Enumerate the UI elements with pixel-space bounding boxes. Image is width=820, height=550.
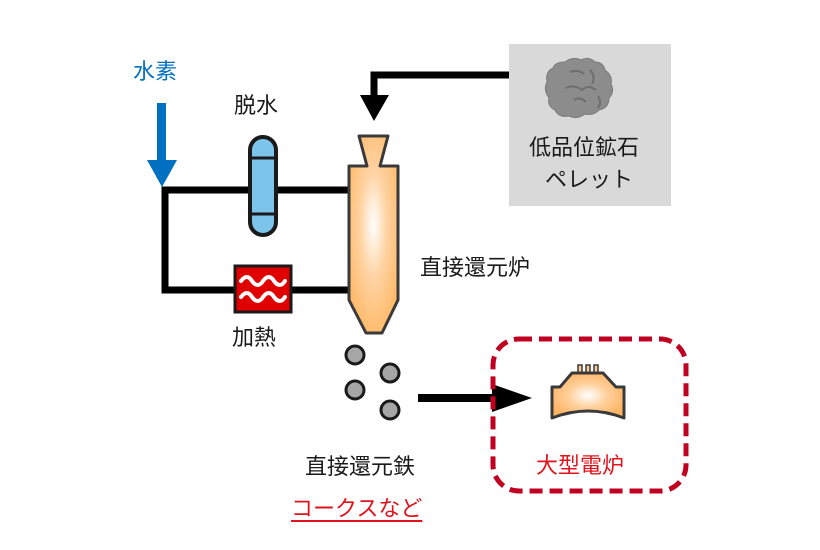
hydrogen-label: 水素 <box>133 60 178 85</box>
ore-feed-line <box>370 71 509 100</box>
ore-pellet-box <box>509 44 671 206</box>
heater-icon <box>233 264 293 314</box>
hydrogen-arrow-shaft <box>157 103 166 163</box>
coke-etc-label: コークスなど <box>291 497 423 522</box>
dri-label: 直接還元鉄 <box>305 455 416 480</box>
dehydrator-icon <box>248 135 278 237</box>
dri-pellet <box>379 362 401 384</box>
dri-to-eaf-line <box>418 394 494 402</box>
dri-to-eaf-arrowhead <box>492 384 532 412</box>
hydrogen-arrowhead <box>147 160 177 187</box>
eaf-label: 大型電炉 <box>536 454 625 479</box>
dri-pellet <box>344 344 366 366</box>
dri-pellet <box>344 379 366 401</box>
electric-arc-furnace-icon <box>550 364 626 420</box>
ore-label-line2: ペレット <box>545 168 634 193</box>
ore-feed-arrowhead <box>360 95 389 121</box>
direct-reduction-furnace-label: 直接還元炉 <box>420 256 531 281</box>
dri-to-eaf-arrow <box>418 384 532 412</box>
direct-reduction-furnace-icon <box>347 134 400 335</box>
hydrogen-inlet-arrow <box>147 103 177 187</box>
dri-pellets <box>344 344 401 421</box>
ore-label-line1: 低品位鉱石 <box>529 136 640 161</box>
ore-feed-arrow <box>360 71 509 121</box>
ore-pile-icon <box>544 57 614 119</box>
dri-pellet <box>379 399 401 421</box>
heating-label: 加熱 <box>232 326 277 351</box>
dehydration-label: 脱水 <box>234 94 279 119</box>
eaf-highlight-box <box>490 336 689 494</box>
